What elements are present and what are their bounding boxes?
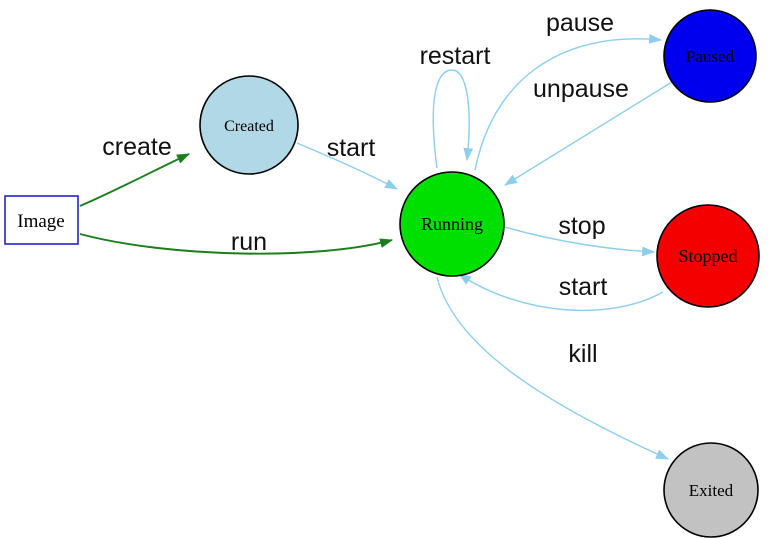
edge-label-stop: stop	[558, 212, 605, 240]
state-node-image: Image	[4, 195, 79, 245]
running-circle	[399, 171, 505, 277]
edge-unpause	[504, 81, 673, 186]
edge-run	[79, 233, 394, 255]
edge-label-create: create	[102, 133, 171, 161]
edge-restart-self-loop	[432, 69, 474, 169]
state-node-paused: Paused	[663, 9, 757, 103]
stopped-circle	[656, 204, 760, 308]
edge-label-restart: restart	[420, 42, 491, 70]
created-label: Created	[224, 118, 274, 135]
edge-start-created-running	[296, 142, 398, 190]
edge-label-start-created: start	[327, 134, 376, 162]
state-node-created: Created	[199, 75, 299, 175]
stopped-label: Stopped	[678, 246, 737, 266]
exited-label: Exited	[689, 481, 734, 500]
edge-label-pause: pause	[546, 9, 614, 37]
exited-circle	[663, 442, 759, 538]
edge-label-start-stopped: start	[559, 273, 608, 301]
edge-kill	[436, 276, 669, 460]
image-label: Image	[17, 211, 64, 232]
edge-pause	[474, 34, 663, 171]
edge-stop	[504, 226, 656, 257]
state-node-running: Running	[399, 171, 505, 277]
edge-create	[79, 153, 190, 207]
running-label: Running	[421, 214, 483, 234]
edge-label-unpause: unpause	[533, 75, 629, 103]
edge-start-stopped-running	[458, 273, 664, 312]
paused-label: Paused	[686, 47, 735, 66]
paused-circle	[663, 9, 757, 103]
image-rectangle	[4, 195, 79, 245]
state-node-exited: Exited	[663, 442, 759, 538]
state-node-stopped: Stopped	[656, 204, 760, 308]
created-circle	[199, 75, 299, 175]
edge-label-run: run	[231, 228, 267, 256]
edge-label-kill: kill	[568, 340, 597, 368]
